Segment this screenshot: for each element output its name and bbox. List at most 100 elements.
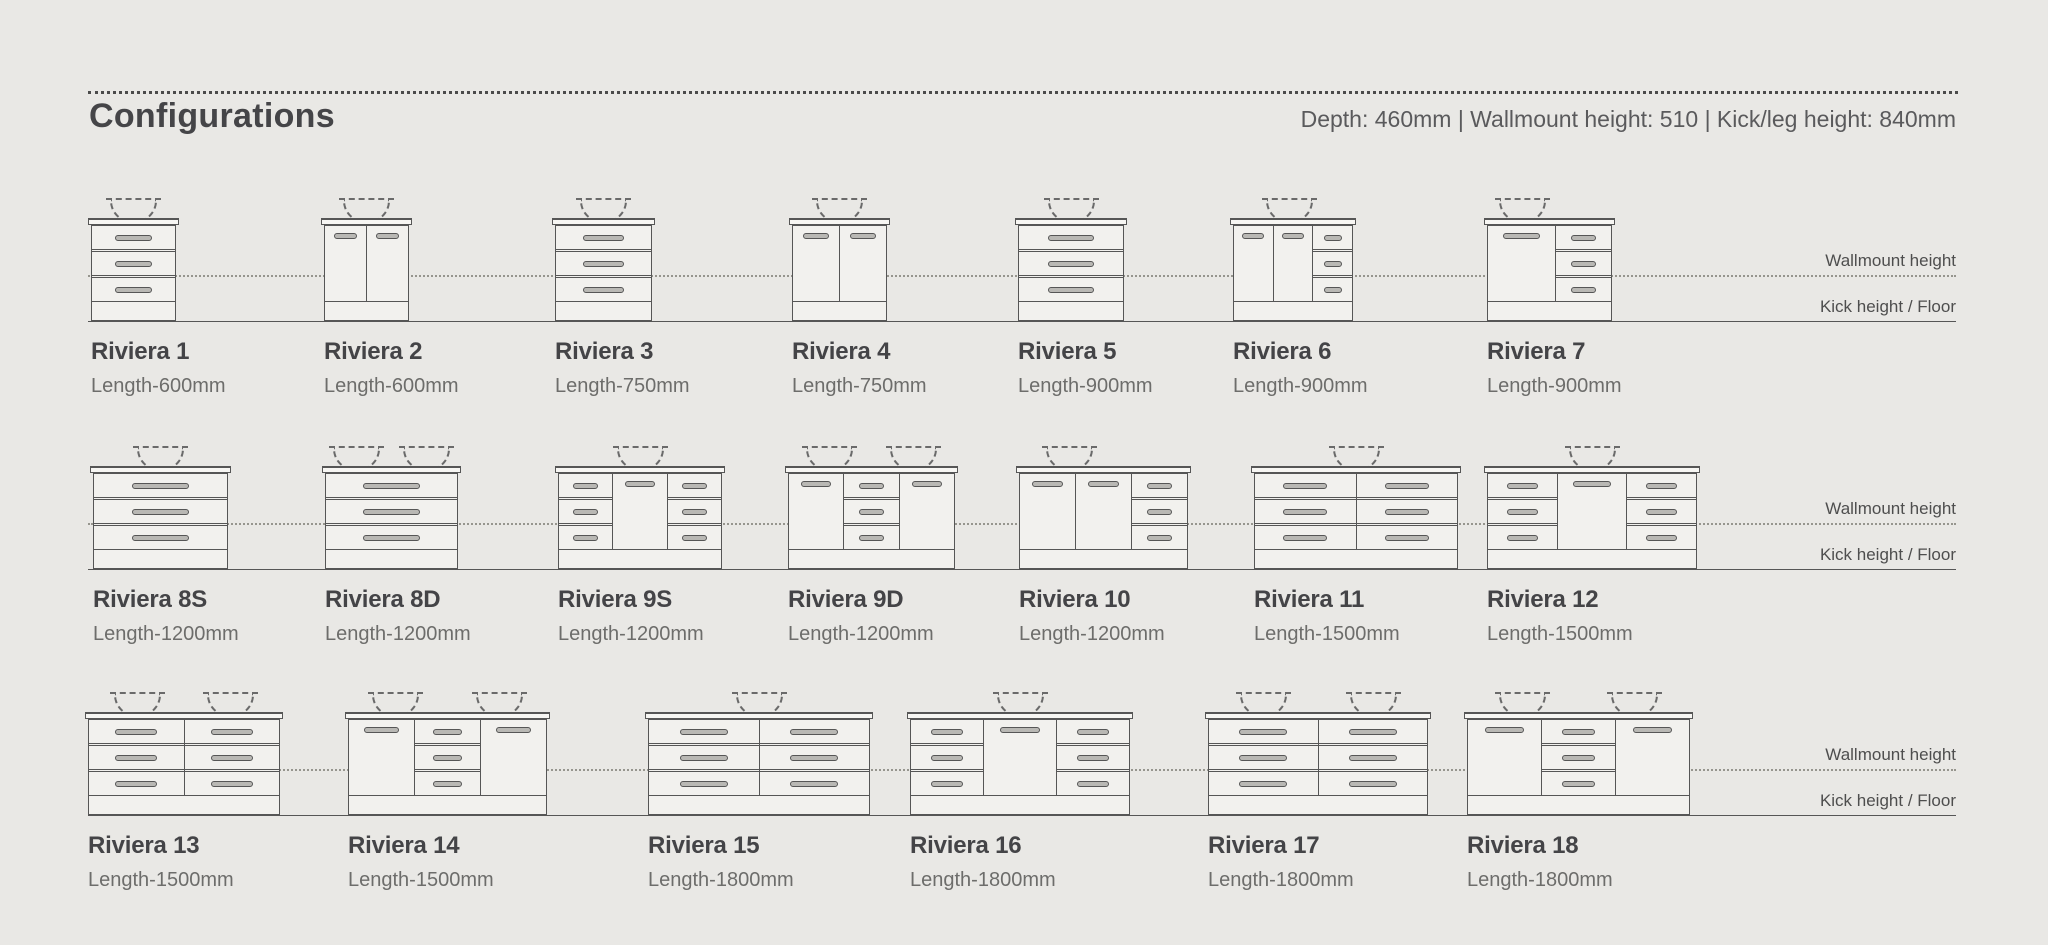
drawer-front (1318, 746, 1427, 772)
page-title: Configurations (89, 97, 335, 135)
door-panel (613, 474, 666, 549)
drawer-front (1319, 772, 1428, 795)
drawer-front (92, 252, 175, 278)
drawer-handle-icon (1571, 234, 1597, 241)
cabinet-sections (559, 474, 721, 549)
cabinet-column (1274, 226, 1314, 301)
kick-height-guide-line (88, 815, 1956, 816)
drawer-front (759, 720, 869, 746)
unit-length: Length-900mm (1487, 375, 1622, 397)
door-handle-icon (375, 233, 400, 239)
drawer-handle-icon (1076, 754, 1110, 761)
door-handle-icon (1242, 233, 1265, 239)
basin-rim (576, 198, 631, 200)
drawer-front (1313, 278, 1352, 301)
basin-rim (1606, 692, 1662, 694)
cabinet-column (840, 226, 886, 301)
door-panel (1274, 226, 1313, 301)
drawer-front (1209, 720, 1318, 746)
drawer-handle-icon (1646, 534, 1678, 541)
door-handle-icon (1281, 233, 1305, 239)
countertop (552, 218, 655, 225)
basin-rim (329, 446, 385, 448)
cabinet-body (788, 473, 955, 569)
kick-panel (1488, 301, 1611, 320)
drawer-handle-icon (115, 754, 158, 761)
cabinet-column (1488, 226, 1557, 301)
cabinet-body (648, 719, 870, 815)
drawer-front (668, 526, 721, 549)
drawer-front (1132, 500, 1187, 526)
cabinet-body (1254, 473, 1458, 569)
drawer-handle-icon (679, 728, 728, 735)
drawer-handle-icon (790, 780, 839, 787)
drawer-front (911, 746, 983, 772)
door-handle-icon (850, 233, 876, 239)
kick-panel (325, 301, 408, 320)
drawer-front (556, 226, 651, 252)
drawer-front (1255, 474, 1356, 500)
door-handle-icon (1632, 727, 1673, 733)
cabinet-sections (1488, 226, 1611, 301)
countertop (345, 712, 550, 719)
unit-length: Length-1800mm (1208, 869, 1354, 891)
door-panel (1558, 474, 1627, 549)
drawer-handle-icon (679, 754, 728, 761)
countertop (90, 466, 231, 473)
kick-panel (94, 549, 227, 568)
drawer-handle-icon (362, 482, 420, 489)
basin-rim (1043, 198, 1099, 200)
countertop (1484, 466, 1700, 473)
door-handle-icon (1503, 233, 1540, 239)
drawer-front (415, 746, 480, 772)
drawer-front (1627, 500, 1697, 526)
countertop (1015, 218, 1127, 225)
countertop (85, 712, 283, 719)
drawer-handle-icon (573, 482, 598, 489)
unit-name: Riviera 8S (93, 586, 208, 613)
countertop (321, 218, 412, 225)
drawer-handle-icon (582, 286, 625, 293)
basin-rim (612, 446, 668, 448)
cabinet-column (984, 720, 1057, 795)
drawer-handle-icon (115, 286, 152, 293)
cabinet-column (89, 720, 185, 795)
unit-length: Length-900mm (1233, 375, 1368, 397)
countertop (907, 712, 1133, 719)
cabinet-column (759, 720, 869, 795)
cabinet-column (613, 474, 668, 549)
drawer-handle-icon (1384, 482, 1429, 489)
cabinet-body (88, 719, 280, 815)
drawer-handle-icon (682, 534, 707, 541)
drawer-front (844, 526, 898, 549)
cabinet-body (558, 473, 722, 569)
drawer-front (556, 252, 651, 278)
door-panel (1020, 474, 1075, 549)
drawer-handle-icon (682, 508, 707, 515)
drawer-front (759, 746, 869, 772)
wallmount-height-label: Wallmount height (1825, 745, 1956, 764)
cabinet-sections (349, 720, 546, 795)
unit-length: Length-1200mm (558, 623, 704, 645)
drawer-handle-icon (1562, 754, 1595, 761)
cabinet-column (1313, 226, 1353, 301)
cabinet-sections (1209, 720, 1427, 795)
drawer-front (1132, 526, 1187, 549)
cabinet-body (1019, 473, 1188, 569)
unit-name: Riviera 10 (1019, 586, 1131, 613)
drawer-handle-icon (362, 534, 420, 541)
drawer-handle-icon (1384, 534, 1429, 541)
drawer-handle-icon (1323, 260, 1342, 267)
door-handle-icon (1088, 481, 1119, 487)
drawer-handle-icon (1323, 286, 1342, 293)
drawer-handle-icon (1076, 780, 1110, 787)
drawer-handle-icon (682, 482, 707, 489)
cabinet-body (324, 225, 409, 321)
unit-length: Length-1500mm (88, 869, 234, 891)
unit-name: Riviera 5 (1018, 338, 1117, 365)
basin-rim (812, 198, 867, 200)
drawer-front (649, 746, 759, 772)
